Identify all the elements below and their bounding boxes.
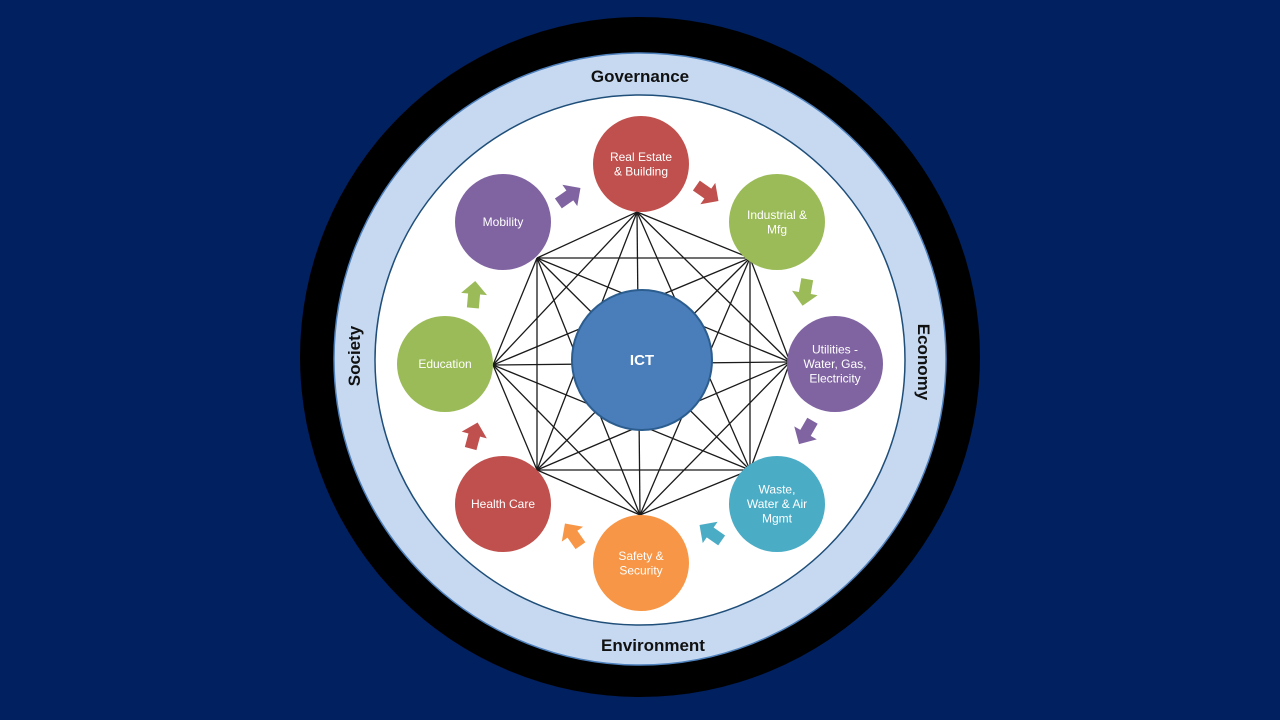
network-link [536, 469, 641, 516]
node-utilities[interactable]: Utilities -Water, Gas,Electricity [787, 316, 883, 412]
ring-label-governance: Governance [591, 67, 689, 86]
node-industrial-label: Mfg [767, 222, 787, 236]
flow-arrows [461, 180, 818, 550]
network-link [492, 364, 538, 471]
arrow-mobility-to-real-estate [554, 184, 581, 209]
network-link [492, 257, 538, 366]
node-health-care[interactable]: Health Care [455, 456, 551, 552]
arrow-safety-to-health-care [561, 523, 586, 550]
network-link [749, 257, 791, 363]
network-link [636, 211, 751, 259]
arrow-health-care-to-education [461, 422, 487, 451]
network-link [492, 211, 638, 366]
node-education[interactable]: Education [397, 316, 493, 412]
ring-label-society: Society [345, 325, 364, 386]
node-safety[interactable]: Safety &Security [593, 515, 689, 611]
node-real-estate[interactable]: Real Estate& Building [593, 116, 689, 212]
network-link [749, 361, 791, 471]
arrow-real-estate-to-industrial [692, 180, 719, 205]
node-waste-label: Mgmt [762, 512, 793, 526]
network-link [536, 211, 638, 259]
node-real-estate-label: & Building [614, 164, 668, 178]
node-real-estate-circle[interactable] [593, 116, 689, 212]
node-mobility[interactable]: Mobility [455, 174, 551, 270]
node-education-circle[interactable] [397, 316, 493, 412]
node-real-estate-label: Real Estate [610, 150, 672, 164]
network-lines [492, 211, 791, 516]
arrow-industrial-to-utilities [792, 278, 818, 306]
network-link [639, 469, 751, 516]
node-mobility-label: Mobility [483, 215, 524, 229]
ict-label: ICT [630, 352, 654, 369]
node-waste-circle[interactable] [729, 456, 825, 552]
node-utilities-label: Electricity [809, 372, 860, 386]
node-mobility-circle[interactable] [455, 174, 551, 270]
ict-hub[interactable] [571, 289, 713, 431]
node-education-label: Education [418, 357, 471, 371]
node-utilities-circle[interactable] [787, 316, 883, 412]
network-link [639, 361, 791, 516]
node-safety-label: Safety & [618, 549, 663, 563]
node-industrial[interactable]: Industrial &Mfg [729, 174, 825, 270]
network-link [492, 364, 641, 516]
node-safety-label: Security [619, 563, 662, 577]
ring-label-environment: Environment [601, 636, 705, 655]
node-industrial-circle[interactable] [729, 174, 825, 270]
node-health-care-label: Health Care [471, 497, 535, 511]
node-health-care-circle[interactable] [455, 456, 551, 552]
node-utilities-label: Utilities - [812, 343, 858, 357]
arrow-waste-to-safety [699, 521, 726, 546]
network-link [636, 211, 791, 363]
arrow-utilities-to-waste [794, 417, 818, 445]
arrow-education-to-mobility [461, 281, 488, 309]
ring-label-economy: Economy [914, 324, 933, 401]
node-utilities-label: Water, Gas, [804, 357, 867, 371]
node-waste-label: Water & Air [747, 497, 807, 511]
node-safety-circle[interactable] [593, 515, 689, 611]
node-industrial-label: Industrial & [747, 208, 807, 222]
node-waste-label: Waste, [759, 483, 796, 497]
